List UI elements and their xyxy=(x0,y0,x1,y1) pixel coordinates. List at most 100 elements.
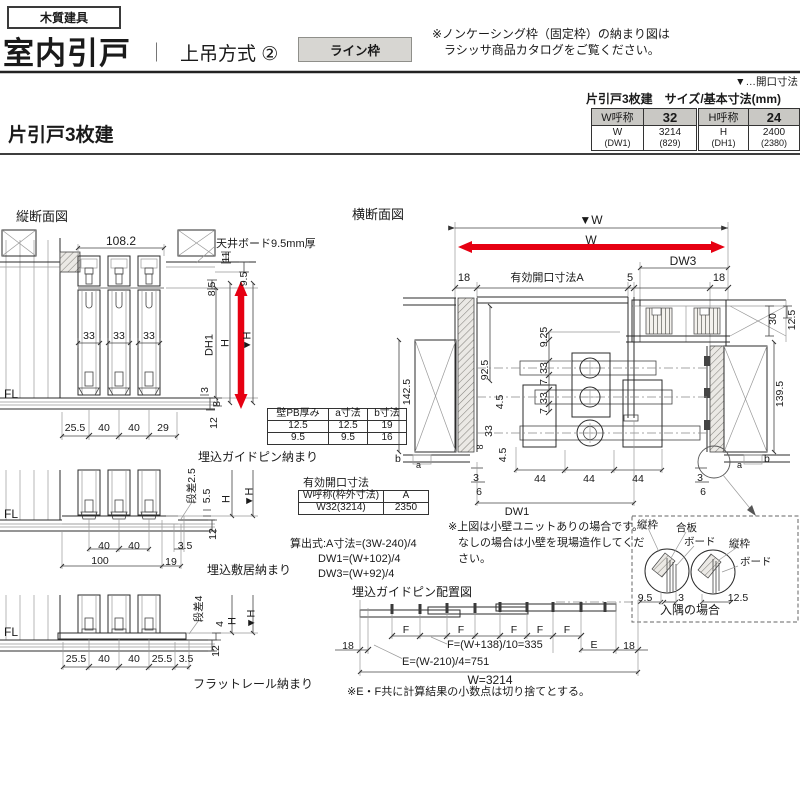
dim-f-5: F xyxy=(563,624,571,636)
dim-108-2: 108.2 xyxy=(105,234,137,248)
jamb-label-left: 縦枠 xyxy=(637,519,658,531)
formula-line1: 算出式:A寸法=(3W-240)/4 xyxy=(290,538,417,550)
fl-label-ss: FL xyxy=(4,507,19,521)
flat-rail-caption: フラットレール納まり xyxy=(193,677,314,691)
formula-line2: DW1=(W+102)/4 xyxy=(318,553,401,565)
ko-h2: A xyxy=(383,490,429,503)
dim-18-pin-right: 18 xyxy=(623,640,635,652)
dim-142-5: 142.5 xyxy=(400,378,413,406)
inside-corner-caption: 入隅の場合 xyxy=(659,603,721,617)
dim-w-opening: ▼W xyxy=(579,213,603,227)
pb-cell: 19 xyxy=(367,420,407,433)
dim-3-5-ss: 3.5 xyxy=(177,540,193,552)
dim-6-cs-left: 6 xyxy=(476,486,482,498)
size-table-w: W呼称 32 W(DW1) 3214(829) xyxy=(591,108,697,151)
plywood-label: 合板 xyxy=(676,522,697,534)
dim-139-5: 139.5 xyxy=(773,380,786,408)
w-size: 32 xyxy=(643,108,697,126)
h-value-sub: (2380) xyxy=(760,137,787,148)
kobe-note-2: なしの場合は小壁を現場造作してくだ xyxy=(458,537,645,549)
dim-40-ss2: 40 xyxy=(128,540,140,552)
dim-dw1: DW1 xyxy=(504,506,530,518)
pb-cell: 12.5 xyxy=(267,420,329,433)
dim-a-right: a xyxy=(737,460,743,470)
dim-40-fr2: 40 xyxy=(128,653,140,665)
dim-40-ss1: 40 xyxy=(98,540,110,552)
header-note-line1: ※ノンケーシング枠（固定枠）の納まり図は xyxy=(432,27,670,41)
dim-5: 5 xyxy=(626,272,634,284)
h-header: H呼称 xyxy=(698,108,749,126)
dim-30: 30 xyxy=(766,313,779,325)
f-formula: F=(W+138)/10=335 xyxy=(447,639,543,652)
dim-dh1: DH1 xyxy=(203,333,216,357)
dim-f-4: F xyxy=(536,624,544,636)
dim-18-right: 18 xyxy=(712,272,726,284)
rounding-note: ※E・F共に計算結果の小数点は切り捨てとする。 xyxy=(347,686,590,698)
size-table-title: 片引戸3枚建 サイズ/基本寸法(mm) xyxy=(586,92,781,106)
pb-cell: 9.5 xyxy=(328,432,368,445)
dim-12-5-cs: 12.5 xyxy=(785,309,798,331)
wall-pb-table: 壁PB厚み a寸法 b寸法 12.5 12.5 19 9.5 9.5 16 xyxy=(267,408,407,445)
dim-8: 8 xyxy=(210,401,223,407)
dim-100: 100 xyxy=(91,555,109,567)
w-total: W=3214 xyxy=(464,673,516,688)
dim-6-cs-right: 6 xyxy=(700,486,706,498)
dim-12-5-inset: 12.5 xyxy=(727,592,749,604)
dim-12-ss: 12 xyxy=(206,528,219,540)
dim-25-5-fr1: 25.5 xyxy=(65,653,87,665)
dim-dw3: DW3 xyxy=(669,254,697,268)
dim-9-5: 9.5 xyxy=(237,271,250,287)
w-value-sub: (829) xyxy=(659,137,681,148)
w-label: W xyxy=(612,127,623,139)
cross-section-label: 横断面図 xyxy=(352,207,405,222)
dim-3-inset: 3 xyxy=(678,592,684,604)
w-header: W呼称 xyxy=(591,108,644,126)
dim-33-3: 33 xyxy=(143,330,155,342)
dim-h-opening-fr: ▼H xyxy=(245,609,258,629)
effective-opening-title: 有効開口寸法 xyxy=(303,477,369,489)
w-value-cell: 3214(829) xyxy=(643,125,697,151)
dim-33-cs-2: 33 xyxy=(537,392,550,404)
dim-f-1: F xyxy=(402,624,410,636)
dim-f-2: F xyxy=(457,624,465,636)
dim-25-5: 25.5 xyxy=(64,422,86,434)
dim-33-cs-1: 33 xyxy=(537,362,550,374)
dim-w: W xyxy=(585,233,597,247)
dim-h-fr: H xyxy=(226,617,239,625)
dim-f-3: F xyxy=(510,624,518,636)
dim-18-left: 18 xyxy=(457,272,471,284)
pb-h1: 壁PB厚み xyxy=(267,408,329,421)
dim-11: 11 xyxy=(219,251,232,263)
h-label: H xyxy=(719,127,728,139)
dim-44-3: 44 xyxy=(632,473,644,485)
dim-4: 4 xyxy=(213,621,226,627)
dim-3-cs-right: 3 xyxy=(697,472,703,484)
dim-h-ss: H xyxy=(220,495,233,503)
board-label-right: ボード xyxy=(740,556,772,568)
dim-33-cs-left: 33 xyxy=(482,425,495,437)
dim-3-cs-left: 3 xyxy=(473,472,479,484)
h-value: 2400 xyxy=(762,127,786,139)
h-label-cell: H(DH1) xyxy=(698,125,749,151)
dim-b-left: b xyxy=(395,453,401,465)
dim-h: H xyxy=(219,339,232,347)
section-title: 片引戸3枚建 xyxy=(8,125,114,146)
dim-29: 29 xyxy=(157,422,169,434)
guide-pin-caption: 埋込ガイドピン納まり xyxy=(198,450,319,464)
kobe-note-3: さい。 xyxy=(458,553,491,565)
dim-33-1: 33 xyxy=(83,330,95,342)
pb-h2: a寸法 xyxy=(328,408,368,421)
pb-h3: b寸法 xyxy=(367,408,407,421)
ceiling-board-note: 天井ボード9.5mm厚 xyxy=(216,238,316,250)
dim-7-2: 7 xyxy=(537,408,550,414)
pb-cell: 16 xyxy=(367,432,407,445)
dim-7-1: 7 xyxy=(537,379,550,385)
dim-h-opening: ▼H xyxy=(241,331,254,351)
ko-c1: W32(3214) xyxy=(298,502,384,515)
pin-layout-title: 埋込ガイドピン配置図 xyxy=(352,585,473,599)
dim-8-5: 8.5 xyxy=(205,281,218,297)
w-value: 3214 xyxy=(658,127,682,139)
pb-cell: 9.5 xyxy=(267,432,329,445)
dim-4-5-a: 4.5 xyxy=(493,394,506,410)
